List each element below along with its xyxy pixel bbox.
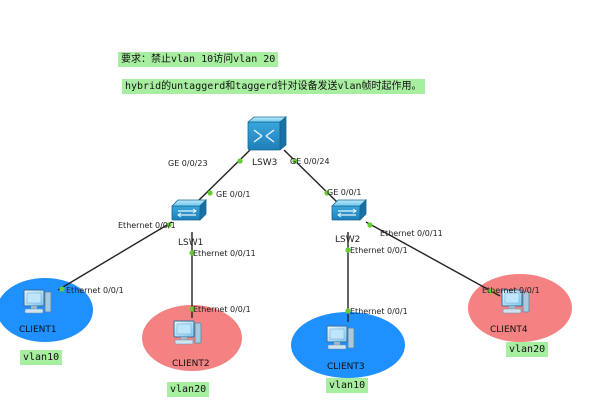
port-dot-client3	[345, 308, 351, 314]
client1-label: CLIENT1	[19, 325, 57, 335]
port-dot-client4	[487, 288, 493, 294]
port-dot-lsw3-left	[237, 158, 243, 164]
pc-icon	[326, 325, 355, 350]
port-dot-lsw1-up	[207, 190, 213, 196]
switch-icon	[247, 116, 287, 151]
port-dot-lsw2-down	[345, 247, 351, 253]
port-dot-lsw3-right	[292, 158, 298, 164]
pc-icon	[23, 289, 52, 314]
port-label-client3: Ethernet 0/0/1	[350, 307, 408, 316]
port-label-lsw3-left: GE 0/0/23	[168, 159, 208, 168]
port-label-client2: Ethernet 0/0/1	[193, 305, 251, 314]
port-label-lsw1-left: Ethernet 0/0/1	[118, 221, 176, 230]
link-lsw2-client4	[365, 221, 501, 297]
port-dot-client2	[189, 306, 195, 312]
lsw2-label: LSW2	[335, 235, 361, 245]
pc-icon	[173, 320, 202, 345]
client4-vlan-area	[468, 274, 572, 342]
port-label-lsw2-right: Ethernet 0/0/11	[380, 229, 443, 238]
lsw3-label: LSW3	[252, 158, 278, 168]
client4-label: CLIENT4	[490, 325, 528, 335]
port-dots	[59, 158, 493, 314]
switch-icon	[171, 199, 207, 221]
hybrid-note: hybrid的untaggerd和taggerd针对设备发送vlan帧时起作用。	[122, 79, 425, 94]
client4-vlan-tag: vlan20	[506, 342, 549, 357]
port-label-lsw1-down: Ethernet 0/0/11	[193, 249, 256, 258]
client2-vlan-area	[142, 305, 242, 371]
client3-vlan-tag: vlan10	[326, 378, 369, 393]
client1-vlan-tag: vlan10	[20, 350, 63, 365]
port-label-lsw2-down: Ethernet 0/0/1	[350, 246, 408, 255]
port-label-client4: Ethernet 0/0/1	[482, 286, 540, 295]
client2-label: CLIENT2	[172, 359, 210, 369]
port-label-lsw1-up: GE 0/0/1	[216, 190, 251, 199]
port-dot-client1	[59, 286, 65, 292]
lsw1-label: LSW1	[178, 238, 204, 248]
switch-icon	[331, 199, 367, 221]
port-label-lsw2-up: GE 0/0/1	[327, 188, 362, 197]
link-lsw1-client1	[57, 221, 173, 291]
port-dot-lsw2-right	[367, 222, 373, 228]
client2-vlan-tag: vlan20	[167, 382, 210, 397]
port-label-client1: Ethernet 0/0/1	[66, 286, 124, 295]
port-label-lsw3-right: GE 0/0/24	[290, 157, 330, 166]
requirement-note: 要求：禁止vlan 10访问vlan 20	[118, 52, 279, 67]
port-dot-lsw1-left	[166, 222, 172, 228]
port-dot-lsw1-down	[189, 250, 195, 256]
port-dot-lsw2-up	[324, 190, 330, 196]
client3-label: CLIENT3	[327, 362, 365, 372]
